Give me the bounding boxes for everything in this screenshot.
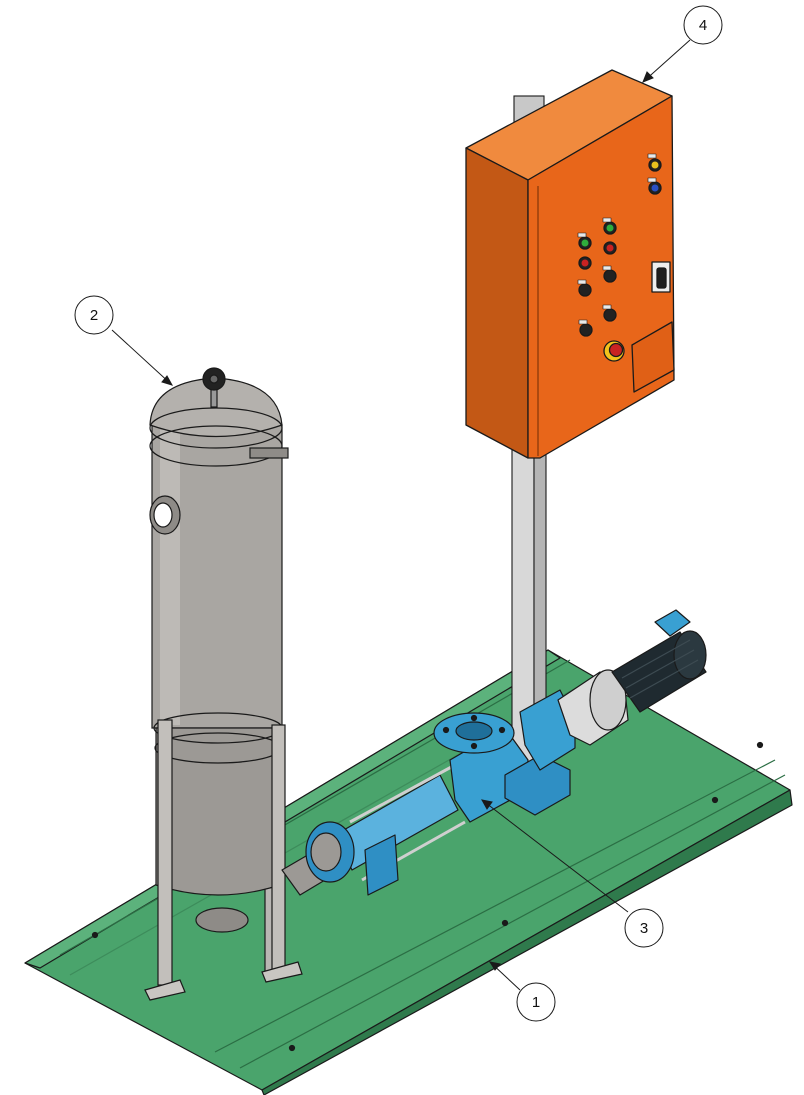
yellow-pilot-light-lens xyxy=(651,161,659,169)
callout-circle xyxy=(683,5,723,45)
indicator-cluster xyxy=(647,153,662,195)
control-box-left-face xyxy=(465,147,529,459)
callout-label: 1 xyxy=(532,994,540,1011)
isolator-switch-handle xyxy=(656,267,667,289)
callout-leader-3 xyxy=(481,799,629,913)
filter-leg xyxy=(157,719,173,986)
flange-bolt xyxy=(470,742,478,750)
label-plate xyxy=(578,319,588,325)
label-plate xyxy=(577,232,587,238)
filter-leg-foot xyxy=(144,979,186,1001)
callout-arrow-2 xyxy=(161,375,174,386)
callout-leader-2 xyxy=(111,329,173,386)
button-column-right xyxy=(602,217,625,362)
callout-2: 2 xyxy=(74,295,114,335)
callout-label: 4 xyxy=(699,17,707,34)
display-window xyxy=(631,321,675,393)
flange-bolt xyxy=(442,726,450,734)
green-pilot-light-lens xyxy=(581,239,589,247)
callout-circle xyxy=(624,908,664,948)
mounting-hole xyxy=(756,741,764,749)
base-plate-top xyxy=(24,649,791,1091)
filter-lid-rim xyxy=(149,407,283,449)
mounting-hole xyxy=(711,796,719,804)
pump-discharge-flange-face xyxy=(310,832,342,872)
emergency-stop-button xyxy=(608,342,624,358)
label-plate xyxy=(602,304,612,310)
filter-vent-valve-hub xyxy=(209,374,219,384)
motor-end-cap xyxy=(673,630,707,680)
motor-flange xyxy=(589,669,627,731)
filter-housing xyxy=(144,367,303,1001)
control-box xyxy=(465,69,675,459)
label-plate xyxy=(647,153,657,159)
base-plate-fold-line xyxy=(214,759,776,1053)
filter-outlet-bottom xyxy=(195,907,249,933)
base-plate xyxy=(24,649,793,1095)
callout-arrow-4 xyxy=(642,71,654,83)
base-plate-fold-line xyxy=(239,774,786,1069)
filter-lid-clamp xyxy=(249,447,289,459)
callout-circle xyxy=(74,295,114,335)
callout-arrow-3 xyxy=(481,799,493,810)
pump-suction-flange-bore xyxy=(455,721,493,741)
red-pilot-light-lens xyxy=(606,244,614,252)
motor-fin xyxy=(625,649,695,689)
filter-lid-rim xyxy=(149,425,283,467)
isolator-switch xyxy=(651,261,671,293)
pump-stator-support xyxy=(364,834,399,896)
mounting-hole xyxy=(288,1044,296,1052)
red-pilot-light-lens xyxy=(581,259,589,267)
label-plate xyxy=(602,217,612,223)
black-push-button xyxy=(579,323,593,337)
green-pilot-light-lens xyxy=(606,224,614,232)
black-push-button xyxy=(578,283,592,297)
callout-3: 3 xyxy=(624,908,664,948)
black-push-button xyxy=(603,308,617,322)
black-push-button xyxy=(603,269,617,283)
mounting-hole xyxy=(91,931,99,939)
callout-leader-4 xyxy=(642,39,691,83)
pump-assembly xyxy=(281,609,707,896)
filter-leg xyxy=(271,724,286,974)
base-plate-front-face xyxy=(261,789,793,1095)
callout-leaders xyxy=(111,39,691,991)
motor-fin xyxy=(621,639,691,679)
callout-label: 3 xyxy=(640,920,648,937)
filter-leg-foot xyxy=(261,961,303,983)
label-plate xyxy=(602,265,612,271)
callout-arrow-1 xyxy=(488,961,501,971)
motor-terminal-box xyxy=(654,609,691,637)
filter-body-lower xyxy=(155,727,281,896)
flange-bolt xyxy=(498,726,506,734)
base-plate-fold-line xyxy=(59,659,571,956)
callout-circle xyxy=(516,982,556,1022)
blue-pilot-light-lens xyxy=(651,184,659,192)
label-plate xyxy=(577,279,587,285)
pump-tie-rod xyxy=(349,763,456,824)
callout-1: 1 xyxy=(516,982,556,1022)
callout-label: 2 xyxy=(90,307,98,324)
filter-body-highlight xyxy=(160,430,180,725)
motor-fin xyxy=(629,659,699,699)
label-plate xyxy=(647,177,657,183)
filter-side-inlet-bore xyxy=(153,502,173,528)
flange-bolt xyxy=(470,714,478,722)
button-column-left xyxy=(577,232,593,337)
mounting-hole xyxy=(501,919,509,927)
callout-4: 4 xyxy=(683,5,723,45)
